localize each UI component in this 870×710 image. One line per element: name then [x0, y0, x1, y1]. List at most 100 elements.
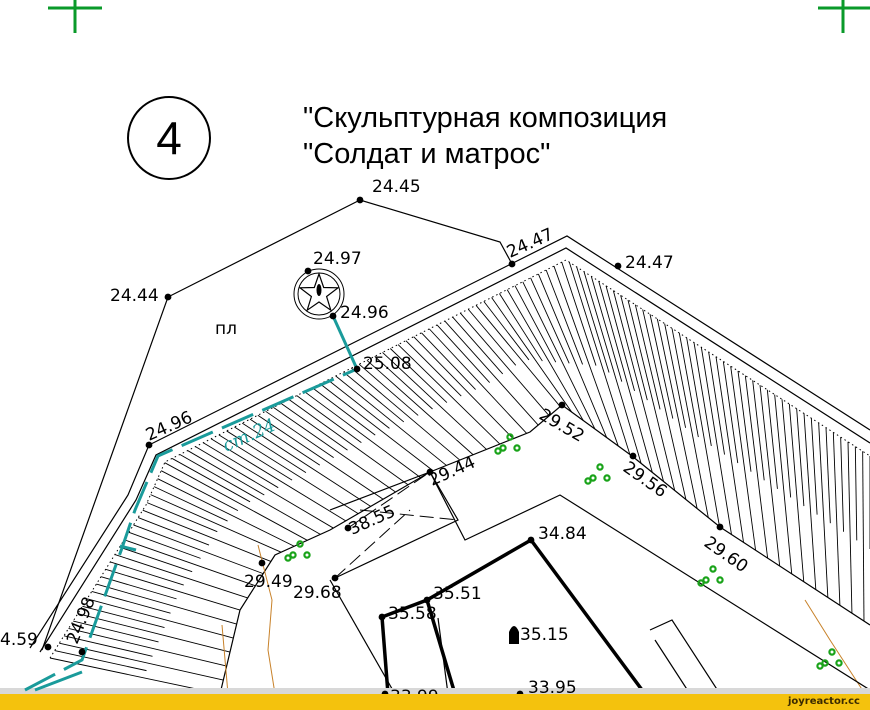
hatch-line: [590, 276, 623, 382]
pedestrian-path: [24, 367, 358, 692]
elevation-point: [510, 636, 518, 644]
hatch-line: [730, 366, 757, 551]
hatch-line: [405, 340, 462, 397]
main-building: [381, 537, 647, 694]
elevation-label: 35.15: [520, 625, 569, 645]
annex-outline: [649, 619, 721, 694]
elevation-label: 24.45: [372, 177, 421, 197]
main-building-inner-2: [425, 599, 457, 694]
wall-inner-edge: [39, 247, 870, 653]
elevation-label: 29.52: [536, 405, 588, 447]
hatch-line: [522, 281, 596, 430]
hatch-line: [862, 451, 865, 622]
hatch-line: [110, 561, 184, 586]
hatch-line: [312, 387, 376, 436]
hatch-line: [77, 613, 231, 653]
hatch-line: [203, 442, 279, 489]
hatch-line: [195, 446, 334, 529]
hatch-line: [153, 486, 228, 522]
tree-icon: [816, 648, 843, 670]
hatch-line: [452, 316, 504, 375]
hatch-line: [810, 418, 818, 515]
elevation-point: [258, 559, 266, 567]
hatch-line: [128, 531, 201, 559]
tree-icon: [697, 565, 724, 587]
elevation-label: 24.96: [340, 303, 389, 323]
elevation-point: [78, 648, 86, 656]
hatch-line: [553, 265, 619, 447]
hatch-line: [413, 336, 514, 440]
hatch-line: [744, 375, 769, 559]
hatch-line: [210, 438, 346, 522]
hatch-line: [759, 385, 781, 567]
hatch-line: [444, 320, 539, 426]
hatch-line: [68, 627, 227, 667]
elevation-label: 24.97: [313, 249, 362, 269]
elevation-points: [44, 196, 724, 694]
hatch-line: [583, 271, 642, 464]
hatch-line: [686, 337, 720, 527]
hatch-line: [671, 328, 709, 518]
hatch-line: [428, 328, 527, 434]
hatch-line: [273, 407, 396, 493]
hatch-line: [649, 314, 674, 419]
hatch-line: [91, 591, 171, 614]
hatch-line: [54, 650, 147, 672]
elevation-point: [331, 574, 339, 582]
hatch-line: [803, 413, 817, 590]
hatch-line: [537, 273, 608, 438]
hatch-line: [389, 348, 448, 403]
hatch-line: [150, 494, 282, 553]
hatch-line: [656, 318, 698, 509]
survey-map[interactable]: 24.4524.4724.4724.4424.9724.9625.0824.96…: [0, 0, 870, 694]
elevation-label: 29.49: [244, 572, 293, 592]
hatch-line: [752, 380, 765, 481]
area-label: пл: [215, 319, 237, 339]
hatch-line: [164, 462, 308, 541]
sheet-number: 4: [127, 96, 211, 180]
elevation-point: [381, 690, 389, 694]
monument-icon[interactable]: [293, 268, 345, 320]
tree-symbols: [284, 433, 843, 670]
hatch-line: [678, 332, 699, 438]
hatch-line: [366, 359, 474, 456]
hatch-line: [374, 356, 433, 410]
elevation-point: [716, 523, 724, 531]
hatch-line: [722, 361, 739, 464]
elevation-point: [356, 196, 364, 204]
hatch-line: [832, 432, 841, 606]
contour-line: [257, 544, 276, 694]
contour-line: [221, 624, 229, 694]
base-strip: [0, 688, 870, 694]
hatch-line: [137, 517, 210, 546]
building-outline: [329, 471, 870, 691]
hatch-line: [700, 347, 732, 535]
wall-dotted-edge: [49, 259, 870, 659]
hatch-line: [491, 297, 573, 413]
hatch-line: [327, 379, 390, 429]
hatch-line: [265, 410, 334, 459]
hatch-line: [737, 370, 752, 472]
elevation-point: [164, 293, 172, 301]
path-lower: [34, 670, 83, 692]
hatch-line: [642, 309, 687, 500]
hatch-line: [63, 635, 153, 657]
hatch-line: [774, 394, 793, 574]
hatch-line: [335, 375, 447, 466]
elevation-label: 29.68: [293, 583, 342, 603]
hatch-line: [351, 367, 461, 461]
hatch-line: [241, 422, 371, 507]
hatch-line: [627, 299, 676, 491]
elevation-point: [629, 452, 637, 460]
elevation-label: 24.44: [110, 286, 159, 306]
hatch-line: [296, 395, 362, 444]
hatch-line: [605, 285, 635, 392]
watermark: joyreactor.cc: [787, 696, 860, 707]
elevation-label: 35.58: [388, 604, 437, 624]
hatch-line: [133, 524, 264, 575]
hatch-line: [620, 295, 648, 401]
roof-dashed-lines: [334, 471, 459, 579]
hatch-line: [530, 277, 570, 364]
hatch-line: [483, 301, 530, 361]
elevation-labels: 24.4524.4724.4724.4424.9724.9625.0824.96…: [0, 177, 751, 694]
